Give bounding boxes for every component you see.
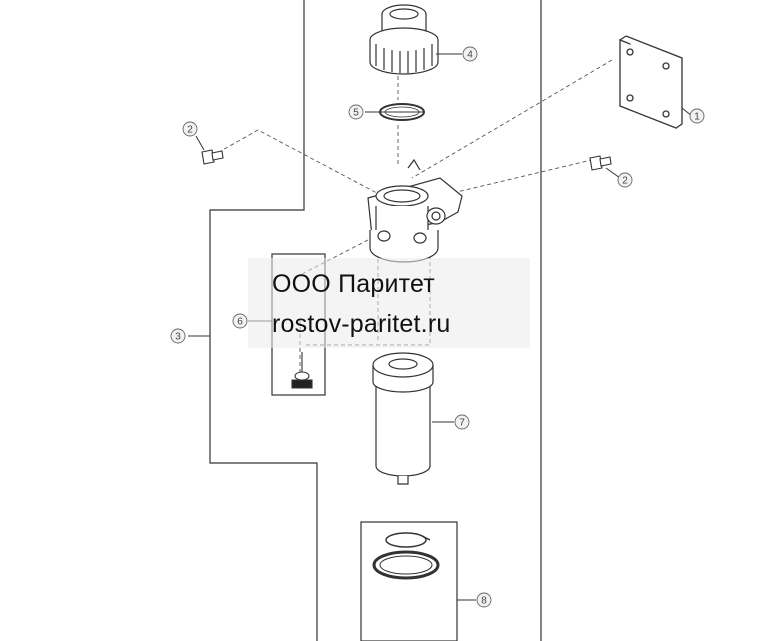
watermark-background bbox=[248, 258, 530, 348]
callout-1 bbox=[689, 108, 705, 124]
part-8-seal-kit bbox=[372, 532, 440, 580]
part-8-box bbox=[360, 521, 458, 641]
part-1-plate bbox=[619, 35, 683, 129]
part-3-filter-head bbox=[367, 158, 463, 263]
callout-8-label: 8 bbox=[481, 596, 487, 607]
part-4-cap bbox=[369, 4, 439, 75]
callout-5 bbox=[348, 104, 364, 120]
callout-3 bbox=[170, 328, 186, 344]
callout-3-label: 3 bbox=[175, 332, 181, 343]
part-6-drain-plug bbox=[291, 352, 313, 389]
callout-1-label: 1 bbox=[694, 112, 700, 123]
callout-4-label: 4 bbox=[467, 50, 473, 61]
part-2-bolt-right bbox=[589, 155, 612, 171]
callout-5-label: 5 bbox=[353, 108, 359, 119]
callout-8 bbox=[476, 592, 492, 608]
callout-2a-label: 2 bbox=[187, 125, 193, 136]
part-2-bolt-left bbox=[201, 149, 224, 165]
callout-6 bbox=[232, 313, 248, 329]
callout-7 bbox=[454, 414, 470, 430]
callout-2b-label: 2 bbox=[622, 176, 628, 187]
watermark-website: rostov-paritet.ru bbox=[272, 310, 451, 338]
part-7-filter-element bbox=[372, 352, 434, 485]
callout-2a bbox=[182, 121, 198, 137]
callout-4 bbox=[462, 46, 478, 62]
callout-7-label: 7 bbox=[459, 418, 465, 429]
callout-6-label: 6 bbox=[237, 317, 243, 328]
watermark-company: ООО Паритет bbox=[272, 270, 435, 298]
callout-2b bbox=[617, 172, 633, 188]
